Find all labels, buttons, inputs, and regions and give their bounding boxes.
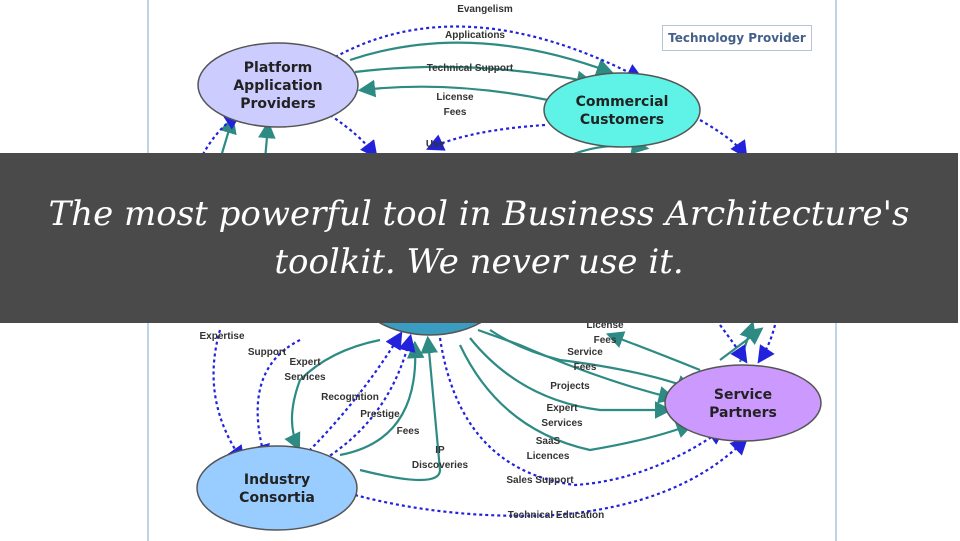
solid-flow-edge (489, 329, 695, 392)
dashed-flow-edge (438, 337, 726, 487)
solid-flow-edge (459, 344, 695, 452)
dashed-flow-edge (252, 339, 301, 463)
edge-label: Fees (444, 107, 467, 118)
edge-label: Technical Support (427, 63, 514, 74)
node-consortia (196, 445, 358, 531)
caption-banner: The most powerful tool in Business Archi… (0, 153, 958, 323)
solid-flow-edge (349, 41, 615, 76)
edge-label: Fees (397, 426, 420, 437)
edge-label: Expertise (199, 331, 244, 342)
node-commercial (543, 72, 701, 148)
solid-flow-edge (469, 337, 673, 419)
solid-flow-edge (354, 65, 595, 89)
edge-label: IP (435, 445, 445, 456)
dashed-flow-edge (329, 25, 644, 81)
node-commercial-label: Commercial (576, 94, 669, 110)
edge-label: Support (248, 347, 287, 358)
edge-label: Service (567, 347, 603, 358)
edge-label: License (586, 320, 624, 331)
edge-label: Evangelism (457, 4, 513, 15)
dashed-flow-edge (699, 119, 748, 159)
edge-label: Discoveries (412, 460, 469, 471)
edge-label: Fees (594, 335, 617, 346)
node-service (664, 364, 822, 442)
edge-label: Fees (574, 362, 597, 373)
solid-flow-edge (719, 327, 764, 361)
legend-technology-provider: Technology Provider (662, 25, 812, 51)
caption-line-2: toolkit. We never use it. (274, 242, 684, 282)
node-platform-label: Application (233, 78, 322, 94)
dashed-flow-edge (719, 324, 748, 364)
node-platform-label: Providers (240, 96, 315, 112)
edge-label: Licences (527, 451, 570, 462)
edge-label: Expert (546, 403, 578, 414)
edge-label: Services (541, 418, 583, 429)
edge-label: Technical Education (508, 510, 605, 521)
dashed-flow-edge (319, 333, 416, 463)
edge-label: Projects (550, 381, 590, 392)
node-consortia-label: Industry (244, 472, 310, 488)
dashed-flow-edge (425, 123, 546, 151)
edge-label: Services (284, 372, 326, 383)
edge-label: SaaS (536, 436, 561, 447)
node-consortia-label: Consortia (239, 490, 315, 506)
solid-flow-edge (359, 335, 442, 482)
edge-label: Sales Support (506, 475, 574, 486)
edge-label: Applications (445, 30, 505, 41)
solid-flow-edge (339, 340, 425, 457)
node-platform (197, 42, 359, 128)
edge-label: License (436, 92, 474, 103)
edge-label: Use (426, 139, 445, 150)
solid-flow-edge (477, 328, 677, 404)
node-service-label: Service (714, 387, 772, 403)
node-commercial-label: Customers (580, 112, 664, 128)
dashed-flow-edge (354, 436, 749, 517)
solid-flow-edge (357, 79, 549, 102)
solid-flow-edge (605, 331, 701, 372)
node-platform-label: Platform (244, 60, 312, 76)
edge-label: Prestige (360, 409, 400, 420)
dashed-flow-edge (757, 324, 777, 364)
edge-label: Expert (289, 357, 321, 368)
dashed-flow-edge (329, 114, 378, 159)
solid-flow-edge (284, 338, 381, 451)
node-service-label: Partners (709, 405, 777, 421)
caption-line-1: The most powerful tool in Business Archi… (48, 194, 910, 234)
edge-label: Recognition (321, 392, 379, 403)
dashed-flow-edge (212, 329, 245, 464)
